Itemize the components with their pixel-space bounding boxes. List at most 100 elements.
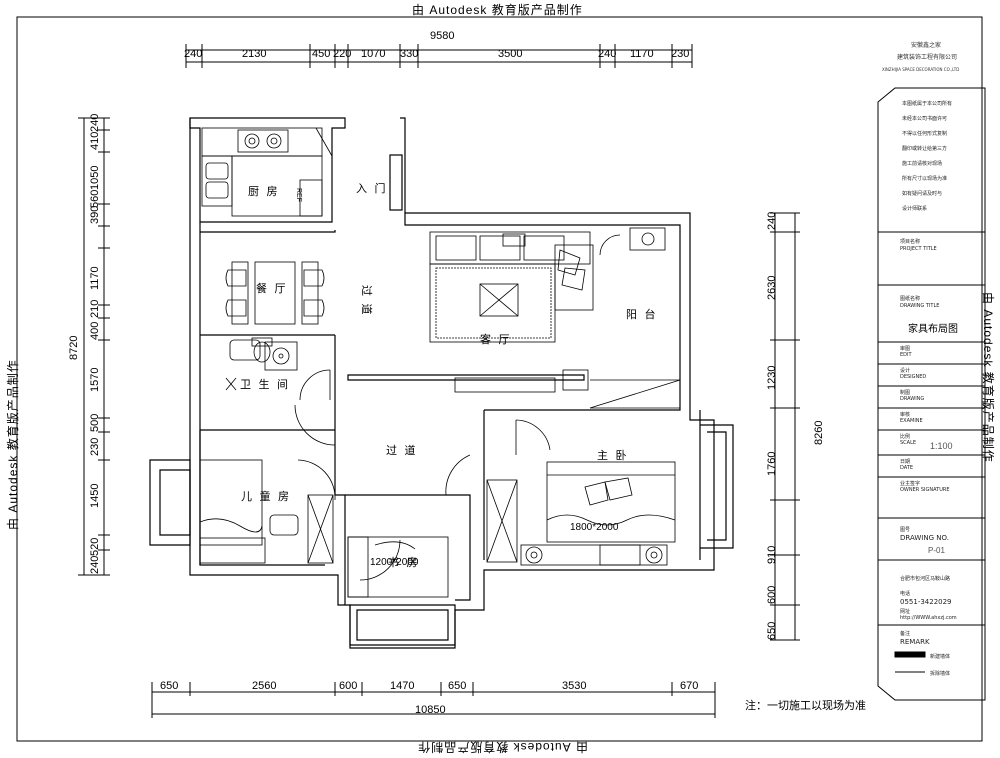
left-dim: 520 [89, 537, 101, 556]
top-dim: 240 [598, 48, 617, 60]
row-label-en: DESIGNED [900, 374, 927, 380]
left-dim: 210 [89, 299, 101, 318]
left-dim: 390 [89, 205, 101, 224]
web: http://WWW.ahxzj.com [900, 615, 957, 621]
top-dim: 1170 [630, 48, 654, 60]
room-label-living: 客 厅 [480, 333, 512, 346]
right-dim: 1230 [766, 365, 778, 390]
bottom-dim: 670 [680, 680, 699, 692]
bottom-dim: 3530 [562, 680, 587, 692]
left-dim: 500 [89, 413, 101, 432]
bottom-dim: 650 [448, 680, 467, 692]
room-label-bathroom: 卫 生 间 [240, 378, 290, 391]
left-dim: 1050 [89, 165, 101, 190]
row-label: 制图 [900, 390, 911, 396]
room-label-kitchen: 厨 房 [248, 185, 280, 198]
top-dim: 240 [184, 48, 203, 60]
construction-note: 注：一切施工以现场为准 [745, 699, 866, 712]
project-name-label: 项目名称 [900, 239, 921, 245]
top-dim: 220 [333, 48, 352, 60]
walls [149, 117, 734, 649]
row-label-en: EXAMINE [900, 418, 923, 424]
title-block-frame [877, 87, 986, 701]
bottom-dim: 1470 [390, 680, 415, 692]
top-dim: 330 [400, 48, 419, 60]
web-label: 网址 [900, 609, 911, 615]
room-label-corridor-lower: 过 道 [386, 444, 418, 457]
bottom-dim: 2560 [252, 680, 277, 692]
row-label: 审图 [900, 346, 911, 352]
owner-en: OWNER SIGNATURE [900, 487, 950, 493]
drawing-title-label: 图纸名称 [900, 296, 921, 302]
company-name-cn2: 建筑装饰工程有限公司 [897, 54, 958, 61]
company-name-en: XINZHIJIA SPACE DECORATION CO.,LTD [882, 67, 960, 72]
drawing-frame [16, 16, 983, 742]
row-label-en: EDIT [900, 352, 912, 358]
top-dim-ticks [185, 44, 693, 68]
bottom-dim: 650 [160, 680, 179, 692]
scale-value: 1:100 [930, 441, 953, 451]
furniture [199, 127, 681, 598]
left-dim: 240 [89, 113, 101, 132]
right-dim: 240 [766, 211, 778, 230]
drawing-title-value: 家具布局图 [908, 324, 958, 335]
row-label: 审核 [900, 412, 911, 418]
watermark-top: 由 Autodesk 教育版产品制作 [412, 3, 583, 17]
drawing-no-value: P-01 [928, 546, 945, 555]
room-label-dining: 餐 厅 [256, 282, 288, 295]
phone-label: 电话 [900, 591, 911, 597]
right-total-dim: 8260 [813, 420, 825, 445]
date-label: 日期 [900, 459, 911, 465]
left-dim: 1170 [89, 266, 101, 290]
legend-demolish-wall: 拆除墙体 [930, 671, 951, 677]
right-dim: 1760 [766, 451, 778, 476]
project-name-en: PROJECT TITLE [900, 246, 937, 252]
left-total-dim: 8720 [68, 335, 80, 360]
room-label-master-bedroom: 主 卧 [597, 449, 629, 462]
row-label: 设计 [900, 368, 911, 374]
scale-label: 比例 [900, 434, 911, 440]
left-dim: 1570 [89, 367, 101, 392]
room-label-kids-room: 儿 童 房 [241, 490, 291, 503]
right-dim: 600 [766, 585, 778, 604]
room-label-corridor-upper: 过 道 [360, 285, 373, 317]
drawing-no-en: DRAWING NO. [900, 534, 949, 542]
bottom-total-dim: 10850 [415, 704, 446, 716]
address: 合肥市包河区马鞍山路 [900, 576, 951, 582]
study-bed-size: 1200*2000 [370, 557, 419, 568]
drawing-title-en: DRAWING TITLE [900, 303, 940, 309]
left-dim: 240 [89, 555, 101, 574]
left-dim: 410 [89, 131, 101, 150]
remark-label: 备注 [900, 631, 911, 637]
legend-new-wall: 新建墙体 [930, 654, 951, 660]
room-label-entrance: 入 门 [356, 182, 388, 195]
phone: 0551-3422029 [900, 598, 952, 606]
company-name-cn: 安徽鑫之家 [911, 42, 942, 49]
left-dim: 400 [89, 321, 101, 340]
title-block-notes: 本图纸属于本公司所有 未经本公司书面许可 不得以任何形式复制 翻印或转让给第三方… [902, 101, 953, 212]
right-dim: 910 [766, 545, 778, 564]
ref-label: REF [295, 188, 302, 202]
top-dim: 1070 [361, 48, 386, 60]
date-en: DATE [900, 465, 914, 471]
top-dim: 230 [671, 48, 690, 60]
right-dim: 650 [766, 621, 778, 640]
top-dim: 2130 [242, 48, 267, 60]
scale-en: SCALE [900, 440, 917, 446]
top-total-dim: 9580 [430, 30, 455, 42]
left-dim: 230 [89, 437, 101, 456]
drawing-no-label: 图号 [900, 527, 911, 533]
remark-en: REMARK [900, 638, 930, 646]
right-dim: 2630 [766, 275, 778, 300]
top-dim: 3500 [498, 48, 523, 60]
left-dim: 1450 [89, 483, 101, 508]
master-bed-size: 1800*2000 [570, 522, 619, 533]
owner-label: 业主签字 [900, 481, 921, 487]
left-dim: 560 [89, 189, 101, 208]
top-dim: 450 [312, 48, 331, 60]
room-label-balcony: 阳 台 [626, 308, 658, 321]
bottom-dim: 600 [339, 680, 358, 692]
row-label-en: DRAWING [900, 396, 925, 402]
room-label-study: 书 房 [388, 556, 420, 569]
